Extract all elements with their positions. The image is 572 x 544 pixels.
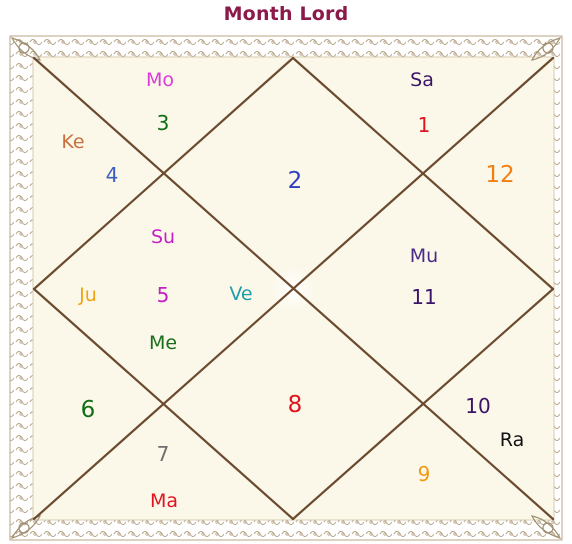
- planet-ma: Ma: [150, 490, 178, 512]
- house-number-1: 1: [418, 113, 431, 137]
- house-number-10: 10: [465, 394, 490, 418]
- house-number-6: 6: [81, 397, 96, 423]
- house-number-3: 3: [157, 111, 170, 135]
- planet-sa: Sa: [410, 69, 434, 91]
- planet-me: Me: [149, 332, 177, 354]
- house-number-7: 7: [157, 442, 170, 466]
- planet-mo: Mo: [146, 69, 174, 91]
- planet-mu: Mu: [410, 245, 438, 267]
- planet-ju: Ju: [78, 284, 97, 306]
- house-number-4: 4: [106, 163, 119, 187]
- planet-su: Su: [151, 226, 175, 248]
- house-number-5: 5: [157, 283, 170, 307]
- house-number-12: 12: [485, 162, 514, 188]
- planet-ra: Ra: [500, 429, 524, 451]
- house-number-8: 8: [288, 392, 303, 418]
- planet-ve: Ve: [229, 283, 252, 305]
- planet-ke: Ke: [61, 131, 84, 153]
- house-number-9: 9: [418, 462, 431, 486]
- house-number-11: 11: [411, 285, 436, 309]
- house-number-2: 2: [288, 168, 303, 194]
